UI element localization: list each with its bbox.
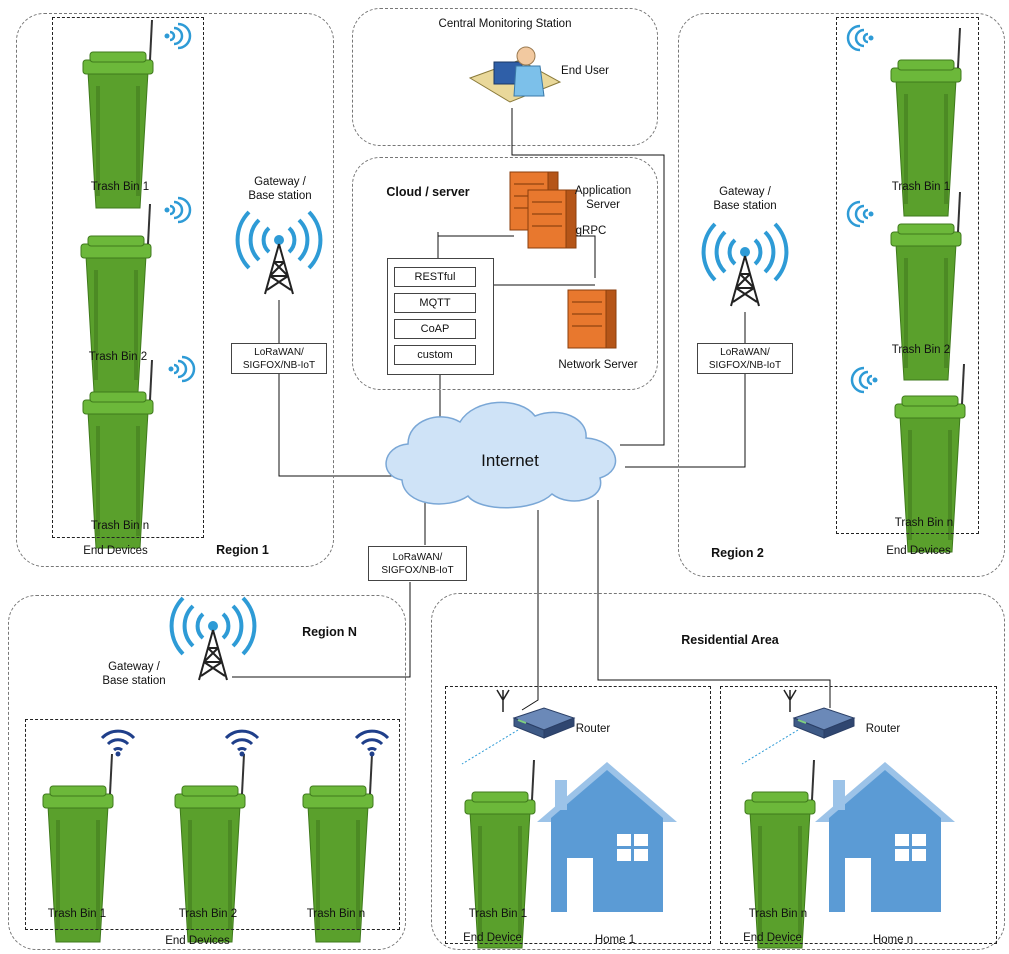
protocol-coap: CoAP xyxy=(394,319,476,339)
application-server-label: Application Server xyxy=(574,185,632,211)
bin-label: Trash Bin 1 xyxy=(468,908,528,920)
cloud-title: Cloud / server xyxy=(386,185,470,199)
gateway-label: Gateway / Base station xyxy=(248,176,312,202)
end-devices-label: End Devices xyxy=(83,545,148,557)
bin-label: Trash Bin 1 xyxy=(891,181,951,193)
bin-label: Trash Bin 1 xyxy=(90,181,150,193)
end-user-icon xyxy=(468,46,562,103)
gateway-label: Gateway / Base station xyxy=(713,186,777,212)
end-devices-group xyxy=(52,17,204,538)
cloud-server-box xyxy=(352,157,658,390)
bin-label: Trash Bin n xyxy=(90,520,150,532)
internet-cloud xyxy=(385,401,617,509)
protocol-custom: custom xyxy=(394,345,476,365)
home-n-box xyxy=(720,686,997,944)
home-1-box xyxy=(445,686,711,944)
end-devices-label: End Devices xyxy=(886,545,951,557)
end-devices-group xyxy=(836,17,979,534)
grpc-label: gRPC xyxy=(575,225,607,237)
region-title: Region 2 xyxy=(711,546,764,560)
end-devices-label: End Devices xyxy=(165,935,230,947)
region-1-box xyxy=(16,13,334,567)
end-devices-group xyxy=(25,719,400,930)
bin-label: Trash Bin 2 xyxy=(891,344,951,356)
bin-label: Trash Bin 2 xyxy=(88,351,148,363)
protocol-label-box: LoRaWAN/ SIGFOX/NB-IoT xyxy=(368,546,467,581)
network-server-label: Network Server xyxy=(558,359,638,371)
bin-label: Trash Bin 2 xyxy=(178,908,238,920)
home-label: Home 1 xyxy=(594,934,636,946)
region-n-box xyxy=(8,595,406,950)
bin-label: Trash Bin 1 xyxy=(47,908,107,920)
region-2-box xyxy=(678,13,1005,577)
router-label: Router xyxy=(865,723,901,735)
central-station-title: Central Monitoring Station xyxy=(438,18,572,30)
end-device-label: End Device xyxy=(743,932,802,944)
residential-title: Residential Area xyxy=(681,633,779,647)
protocol-label-box: LoRaWAN/ SIGFOX/NB-IoT xyxy=(697,343,793,374)
bin-label: Trash Bin n xyxy=(306,908,366,920)
end-user-label: End User xyxy=(561,65,609,77)
bin-label: Trash Bin n xyxy=(748,908,808,920)
central-station-box xyxy=(352,8,658,146)
protocol-mqtt: MQTT xyxy=(394,293,476,313)
residential-area-box xyxy=(431,593,1005,950)
region-title: Region N xyxy=(302,625,357,639)
protocol-restful: RESTful xyxy=(394,267,476,287)
region-title: Region 1 xyxy=(216,543,269,557)
router-label: Router xyxy=(575,723,611,735)
end-device-label: End Device xyxy=(463,932,522,944)
protocol-label-box: LoRaWAN/ SIGFOX/NB-IoT xyxy=(231,343,327,374)
internet-label: Internet xyxy=(481,451,539,470)
gateway-label: Gateway / Base station xyxy=(102,661,166,687)
bin-label: Trash Bin n xyxy=(894,517,954,529)
home-label: Home n xyxy=(872,934,914,946)
